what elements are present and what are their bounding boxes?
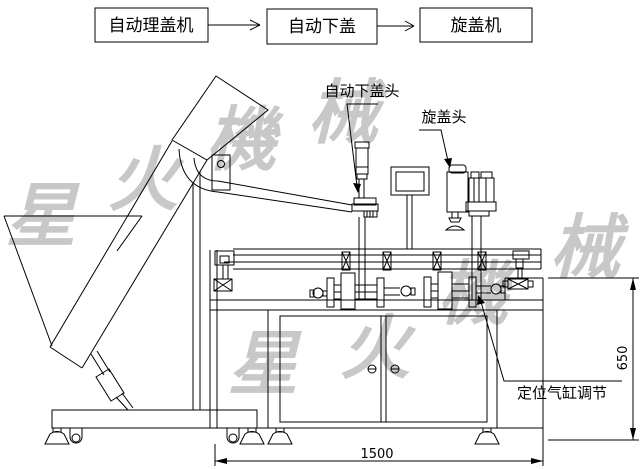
dim-650-text: 650: [616, 346, 631, 371]
flow-box-cap-dropper: [266, 8, 378, 45]
watermark-char: 機: [206, 98, 284, 181]
strut-cylinder: [95, 368, 125, 402]
strut-rod-upper: [90, 350, 111, 376]
watermark-char: 星: [228, 322, 302, 405]
watermark: 星 火 機 械 星 火 機 械: [6, 71, 630, 405]
caster-wheel: [226, 428, 240, 444]
guide-block: [382, 251, 392, 271]
conveyor-left-stem: [222, 264, 229, 280]
clamp-station: [309, 272, 400, 310]
label-cap-dropper-head: 自动下盖头: [324, 82, 400, 193]
door-handle: [390, 364, 400, 374]
guide-block: [341, 251, 351, 271]
leader-line: [419, 129, 449, 162]
dim-line-650: [548, 277, 639, 441]
process-flowchart: 自动理盖机 自动下盖 旋盖机: [94, 7, 533, 45]
conveyor: [213, 248, 542, 292]
flow-box-capper-label: 旋盖机: [451, 16, 502, 36]
hatched-bracket: [363, 210, 378, 218]
flow-box-cap-dropper-label: 自动下盖: [288, 17, 356, 37]
leader-arrow: [477, 295, 485, 305]
conveyor-left-inner: [219, 255, 230, 264]
chute-rails: [217, 180, 353, 213]
door-handle: [367, 364, 377, 374]
hopper: [3, 215, 143, 347]
elevator-column: [192, 172, 201, 410]
cabinet-doors: [279, 315, 488, 423]
watermark-char: 械: [550, 206, 630, 289]
flow-arrow-1: [208, 19, 261, 31]
left-legs: [209, 250, 218, 428]
caster-wheel: [69, 428, 83, 444]
dim-1500-text: 1500: [360, 447, 393, 462]
chute-bracket: [211, 154, 231, 191]
door-divider: [380, 316, 387, 422]
cap-elevator: [3, 75, 353, 445]
dim-line-1500: [214, 444, 544, 466]
machine-frame: [209, 250, 544, 461]
elevator-base: [51, 409, 258, 429]
leader-arrow: [444, 158, 452, 168]
positioning-cylinder-text: 定位气缸调节: [517, 384, 607, 402]
conveyor-right-unit: [502, 250, 534, 290]
leader-arrow: [353, 183, 361, 193]
label-capping-head: 旋盖头: [419, 108, 467, 168]
capper-column: [471, 216, 482, 300]
guide-block: [477, 251, 487, 271]
capping-head: [444, 164, 497, 300]
cap-dropper-head-text: 自动下盖头: [324, 82, 399, 100]
leader-line: [346, 103, 378, 187]
flow-box-capper: [419, 7, 533, 43]
capping-head-text: 旋盖头: [421, 108, 466, 126]
flow-box-cap-sorter-label: 自动理盖机: [109, 16, 194, 36]
leader-line: [480, 301, 622, 382]
chute-curve: [178, 148, 219, 193]
cap-dropper-head: [351, 141, 379, 300]
flow-box-cap-sorter: [94, 7, 209, 43]
control-panel: [390, 166, 430, 249]
flow-arrow-2: [377, 20, 415, 32]
clamp-station: [400, 271, 506, 310]
dimension-width: 1500: [214, 444, 544, 466]
elevator-band: [49, 140, 208, 369]
label-positioning-cylinder: 定位气缸调节: [477, 295, 622, 402]
watermark-char: 火: [108, 138, 185, 221]
strut-rod-lower: [115, 392, 134, 411]
dimension-height: 650: [548, 277, 639, 441]
guide-block: [432, 251, 442, 271]
cabinet: [267, 309, 498, 429]
watermark-char: 火: [340, 306, 417, 389]
chute-bracket-hole: [217, 160, 225, 168]
foot: [474, 427, 500, 445]
bearing-block: [213, 278, 233, 292]
foot: [267, 427, 293, 445]
foot: [44, 427, 70, 445]
capping-chuck: [444, 211, 466, 231]
elevator-head: [171, 75, 269, 161]
foot: [239, 427, 265, 445]
dropper-column: [358, 217, 366, 300]
